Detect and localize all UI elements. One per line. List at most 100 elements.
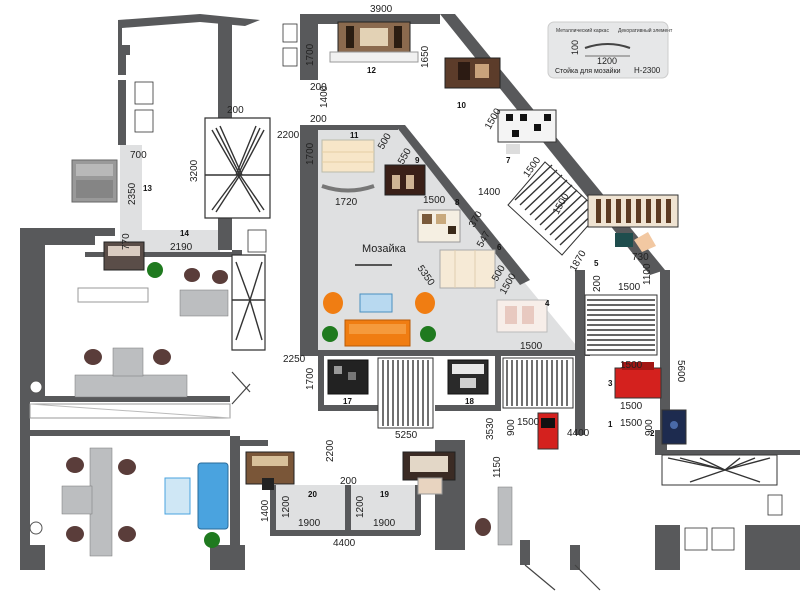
hatched-stand-center [377,357,434,429]
door-swings [231,371,601,591]
dim-1870: 1870 [568,248,589,273]
dim-1500-j: 1500 [620,401,643,412]
hatched-stand-bottom-right [661,454,778,486]
legend-depth: 100 [570,40,580,55]
dim-1720: 1720 [335,197,358,208]
display-8 [417,209,461,243]
zone-number-20: 20 [308,490,317,499]
display-5-panel [587,194,679,252]
display-11 [321,139,375,193]
dim-1900-a: 1900 [298,518,321,529]
hatched-stand-diagonal [507,161,601,256]
zone-number-1: 1 [608,420,613,429]
legend-note-left: Металлический каркас [556,27,609,34]
display-7 [497,109,557,154]
display-stack-top [134,23,783,551]
dim-700: 700 [130,150,147,161]
dim-5600: 5600 [675,360,686,383]
dim-4400-a: 4400 [567,428,590,439]
dim-1500-a: 1500 [423,195,446,206]
hatched-stand-4-1 [502,357,574,409]
dim-3200: 3200 [189,159,200,182]
zone-number-3: 3 [608,379,613,388]
display-18 [447,359,489,395]
display-6 [439,249,496,289]
workstation-bottom [61,447,136,557]
display-14 [103,241,145,271]
corridor-14-floor [120,230,220,252]
dim-2250: 2250 [283,354,306,365]
zone-number-14: 14 [180,229,189,238]
stand-red-1 [537,412,559,450]
outlet-markers [29,380,43,535]
room-label-mosaic: Мозайка [362,243,407,255]
display-20-left [245,451,295,490]
dim-2200-b: 2200 [325,439,336,462]
dim-1700-low: 1700 [305,367,316,390]
mosaic-lounge [323,264,435,347]
legend-caption: Стойка для мозайки [555,67,621,75]
dim-1500-i: 1500 [620,360,643,371]
zone-number-13: 13 [143,184,152,193]
dim-2200-a: 2200 [277,130,300,141]
zone-number-8: 8 [455,198,460,207]
dim-200-e: 200 [340,476,357,487]
dim-1200-a: 1200 [281,495,292,518]
zone-number-17: 17 [343,397,352,406]
workstation-middle [74,347,188,398]
zone-number-19: 19 [380,490,389,499]
dim-900-a: 900 [644,419,655,436]
display-4 [496,299,548,333]
dim-1700-mid: 1700 [305,142,316,165]
dim-3900: 3900 [370,4,393,15]
legend-width: 1200 [597,56,617,66]
dim-2190: 2190 [170,242,193,253]
zone-number-4: 4 [545,299,550,308]
zone-numbers: 1 2 3 4 5 6 7 8 9 10 11 12 13 14 17 18 1… [143,66,655,499]
hatched-stand-5 [584,294,658,356]
dim-200-b: 200 [310,114,327,125]
dim-3530: 3530 [485,417,496,440]
plants [147,262,436,548]
display-17 [327,359,369,395]
dim-1400-a: 1400 [319,85,330,108]
dim-2350: 2350 [127,182,138,205]
workstation-top [77,268,229,317]
dim-1500-h: 1500 [618,282,641,293]
dim-1650: 1650 [420,45,431,68]
zone-number-10: 10 [457,101,466,110]
zone-number-5: 5 [594,259,599,268]
dim-1100: 1100 [642,263,653,285]
dim-1500-m: 1500 [517,417,540,428]
display-12 [329,21,419,63]
dim-1400-c: 1400 [260,499,271,522]
dim-200-d: 200 [592,275,603,292]
dim-200-c: 200 [227,105,244,116]
display-10 [444,57,501,89]
dim-5250: 5250 [395,430,418,441]
stand-navy-2 [661,409,687,445]
shelving-left [29,403,231,419]
zone-number-12: 12 [367,66,376,75]
zone-number-7: 7 [506,156,511,165]
dim-1700-top: 1700 [305,43,316,66]
dim-1900-b: 1900 [373,518,396,529]
dim-900-b: 900 [506,419,517,436]
dim-1500-e: 1500 [520,341,543,352]
zone-number-9: 9 [415,156,420,165]
dim-4400-b: 4400 [333,538,356,549]
hatched-stand-left [204,117,271,219]
office-lounge [164,462,229,530]
zone-number-18: 18 [465,397,474,406]
corridor-13-floor [120,145,142,230]
dim-730: 730 [632,252,649,263]
display-13 [71,159,118,203]
dim-1200-b: 1200 [355,495,366,518]
hatched-stand-left-lower [231,254,266,351]
display-9 [384,164,426,196]
reception-right [475,486,513,546]
legend-box: Металлический каркас Декоративный элемен… [547,21,673,79]
zone-number-6: 6 [497,243,502,252]
dim-1500-k: 1500 [620,418,643,429]
